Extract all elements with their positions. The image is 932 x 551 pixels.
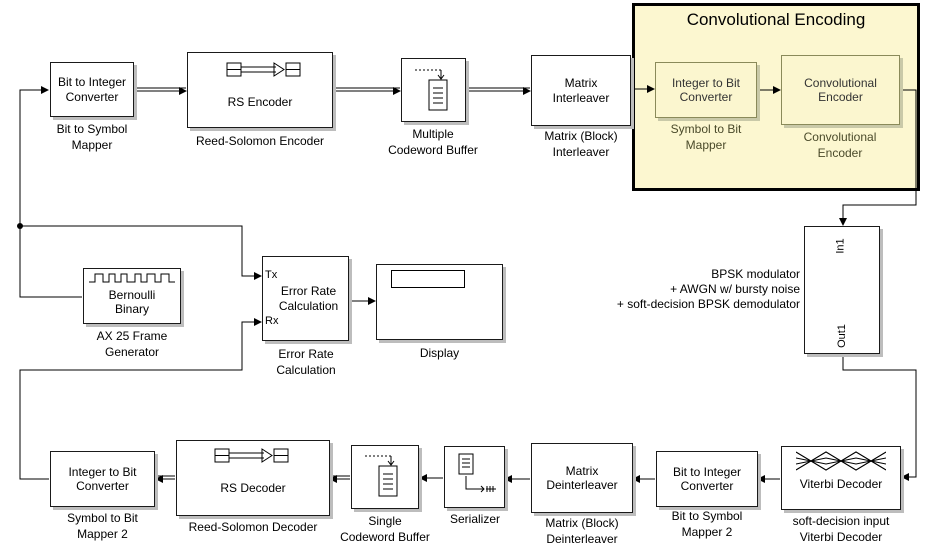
symbol-to-bit-mapper-2-caption: Symbol to Bit Mapper 2 — [67, 511, 138, 541]
rs-encoder-block[interactable]: RS Encoder — [187, 52, 333, 128]
single-codeword-buffer-caption: Single Codeword Buffer — [340, 514, 430, 544]
matrix-block-interleaver-caption: Matrix (Block) Interleaver — [544, 129, 618, 159]
multiple-codeword-buffer-caption: Multiple Codeword Buffer — [388, 127, 478, 157]
wire-conv-channel — [839, 89, 917, 226]
channel-subsystem-block[interactable] — [804, 226, 880, 354]
multiple-codeword-buffer-block[interactable] — [401, 58, 466, 122]
rx-port-label: Rx — [265, 315, 279, 327]
channel-description-label: BPSK modulator + AWGN w/ bursty noise + … — [616, 267, 800, 311]
serializer-block[interactable] — [444, 446, 505, 508]
wire-channel-viterbi — [842, 355, 917, 481]
convolutional-encoder-block[interactable]: Convolutional Encoder — [781, 55, 900, 125]
bit-to-symbol-mapper-caption: Bit to Symbol Mapper — [56, 122, 128, 152]
soft-decision-viterbi-decoder-caption: soft-decision input Viterbi Decoder — [792, 514, 890, 544]
display-caption: Display — [419, 346, 460, 360]
out1-port-label: Out1 — [835, 324, 848, 348]
wire-source-tx — [20, 225, 262, 280]
viterbi-decoder-block[interactable]: Viterbi Decoder — [781, 446, 901, 510]
rs-decoder-block[interactable]: RS Decoder — [176, 440, 330, 516]
matrix-block-deinterleaver-caption: Matrix (Block) Deinterleaver — [545, 516, 619, 546]
wire-int2bit-rx — [19, 318, 262, 480]
convolutional-encoder-caption: Convolutional Encoder — [803, 130, 877, 160]
integer-to-bit-converter-2-block[interactable]: Integer to Bit Converter — [50, 451, 155, 507]
error-rate-calculation-caption: Error Rate Calculation — [276, 347, 336, 377]
reed-solomon-encoder-caption: Reed-Solomon Encoder — [195, 134, 325, 148]
reed-solomon-decoder-caption: Reed-Solomon Decoder — [188, 520, 318, 534]
group-title: Convolutional Encoding — [686, 10, 866, 29]
wire-source-bit2int — [19, 86, 82, 298]
bit-to-integer-converter-2-block[interactable]: Bit to Integer Converter — [656, 451, 758, 507]
matrix-interleaver-block[interactable]: Matrix Interleaver — [531, 55, 631, 126]
in1-port-label: In1 — [834, 238, 847, 254]
ax25-frame-generator-caption: AX 25 Frame Generator — [96, 329, 168, 359]
bernoulli-binary-block[interactable]: Bernoulli Binary — [83, 268, 181, 324]
serializer-caption: Serializer — [449, 512, 500, 526]
symbol-to-bit-mapper-caption: Symbol to Bit Mapper — [670, 122, 742, 152]
single-codeword-buffer-block[interactable] — [351, 445, 419, 509]
display-block[interactable] — [376, 264, 503, 340]
matrix-deinterleaver-block[interactable]: Matrix Deinterleaver — [531, 443, 633, 513]
error-rate-calculation-block[interactable]: Error Rate Calculation — [262, 256, 349, 341]
bit-to-integer-converter-block[interactable]: Bit to Integer Converter — [50, 62, 134, 117]
tx-port-label: Tx — [265, 269, 278, 281]
integer-to-bit-converter-block[interactable]: Integer to Bit Converter — [655, 62, 757, 118]
bit-to-symbol-mapper-2-caption: Bit to Symbol Mapper 2 — [671, 509, 743, 539]
